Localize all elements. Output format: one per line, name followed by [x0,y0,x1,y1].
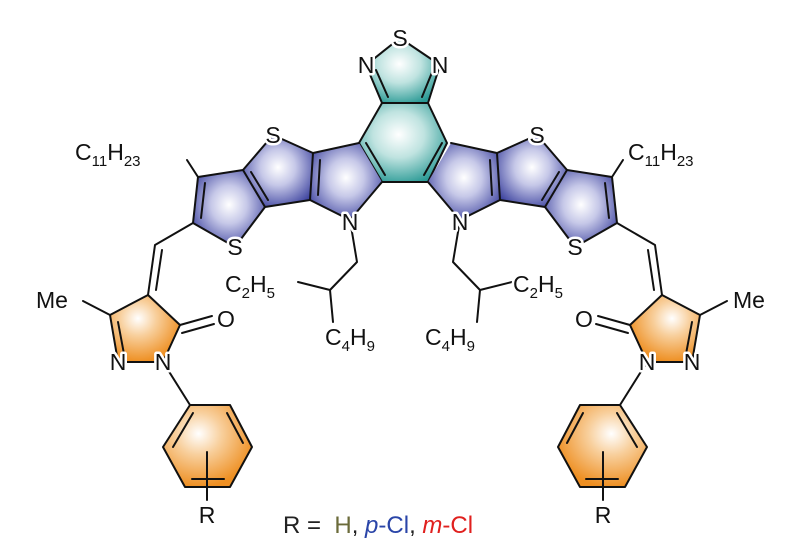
atom-labels: S N N S S N S S N C11H23 C11H23 C2H5 C2H… [34,23,768,531]
atom-o-right: O [575,306,593,332]
legend-sep: , [352,512,365,539]
ethyl-left: C2H5 [225,271,275,302]
atom-n2-right: N [684,349,701,375]
legend-m-cl: -Cl [442,512,473,539]
legend-h: H [334,512,351,539]
methyl-left: Me [36,287,68,313]
benzothiadiazole-core [358,37,448,183]
legend-prefix: R = [283,512,328,539]
atom-s-right-outer: S [567,234,582,260]
substituent-r-right: R [595,502,612,528]
atom-s-right-inner: S [529,122,544,148]
atom-s-left-inner: S [265,122,280,148]
undecyl-right: C11H23 [628,139,694,170]
substituent-legend: R = H, p-Cl, m-Cl [283,512,473,539]
legend-p-italic: p [364,512,378,539]
atom-n1-left: N [155,349,172,375]
atom-n1-right: N [639,349,656,375]
atom-n2-left: N [110,349,127,375]
undecyl-left: C11H23 [75,139,141,170]
atom-s-thiadiazole: S [392,25,407,51]
butyl-left: C4H9 [325,324,375,355]
atom-n-pyrrole-right: N [452,209,469,235]
butyl-right: C4H9 [425,324,475,355]
substituent-r-left: R [199,502,216,528]
legend-sep: , [409,512,422,539]
atom-n-pyrrole-left: N [342,209,359,235]
left-arm [82,134,383,501]
ethyl-right: C2H5 [513,271,563,302]
legend-m-italic: m [422,512,442,539]
atom-o-left: O [217,306,235,332]
legend-p-cl: -Cl [378,512,409,539]
methyl-right: Me [733,287,765,313]
atom-n-thiadiazole-right: N [432,52,449,78]
atom-n-thiadiazole-left: N [358,52,375,78]
atom-s-left-outer: S [227,234,242,260]
